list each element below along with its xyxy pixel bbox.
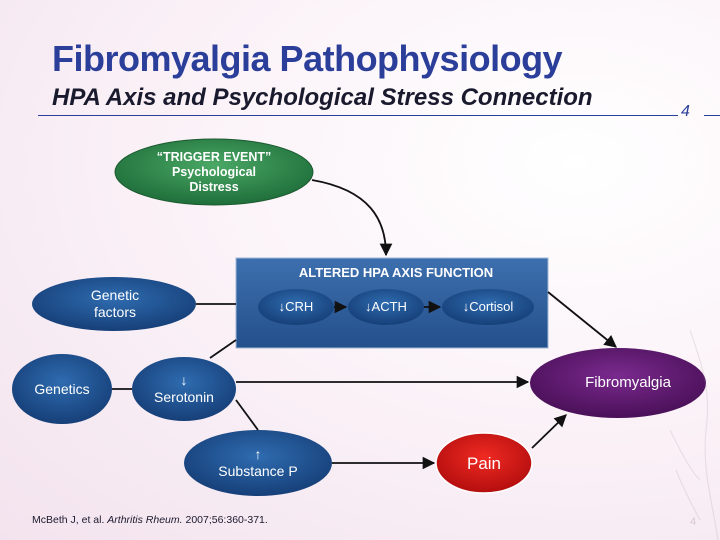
substance-p-arrow: ↑ <box>254 446 262 463</box>
title-divider <box>38 115 678 116</box>
pain-to-fibromyalgia-arrow <box>531 414 567 449</box>
citation: McBeth J, et al. Arthritis Rheum. 2007;5… <box>32 514 268 526</box>
trigger-to-hpa-arrow <box>311 179 393 257</box>
trigger-event-line3: Distress <box>189 179 239 194</box>
genetic-factors-node <box>32 277 196 331</box>
fibromyalgia-label: Fibromyalgia <box>585 374 671 391</box>
page-title: Fibromyalgia Pathophysiology <box>52 38 563 79</box>
serotonin-label: ↓ Serotonin <box>134 362 234 416</box>
hpa-to-serotonin-line <box>209 339 237 359</box>
serotonin-text: Serotonin <box>154 389 214 405</box>
genetic-factors-label: Genetic factors <box>40 282 190 326</box>
citation-journal: Arthritis Rheum. <box>107 514 183 526</box>
serotonin-arrow: ↓ <box>180 372 188 389</box>
acth-label: ↓ACTH <box>365 299 407 315</box>
crh-label: ↓CRH <box>278 299 314 315</box>
hpa-axis-title: ALTERED HPA AXIS FUNCTION <box>298 265 494 281</box>
substance-p-label: ↑ Substance P <box>196 432 320 494</box>
slide-number-footer: 4 <box>690 516 697 528</box>
pain-node <box>435 432 533 494</box>
cortisol-label: ↓Cortisol <box>462 299 514 315</box>
citation-details: 2007;56:360-371. <box>182 514 268 526</box>
substance-p-text: Substance P <box>218 463 298 479</box>
crh-node <box>258 289 334 325</box>
trigger-event-line2: Psychological <box>171 164 257 179</box>
citation-authors: McBeth J, et al. <box>32 514 108 526</box>
genetics-label: Genetics <box>34 380 90 397</box>
acth-node <box>348 289 424 325</box>
genetics-node <box>12 354 112 424</box>
slide-number: 4 <box>681 103 690 120</box>
pain-label: Pain <box>466 453 502 473</box>
fibromyalgia-node <box>530 348 706 418</box>
genetic-factors-line1: Genetic <box>90 287 140 304</box>
trigger-event-node <box>114 138 314 206</box>
trigger-event-label: “TRIGGER EVENT” Psychological Distress <box>118 142 310 202</box>
serotonin-to-substance-p-line <box>235 399 259 431</box>
genetic-factors-line2: factors <box>93 304 136 320</box>
serotonin-node <box>132 357 236 421</box>
cortisol-node <box>442 289 534 325</box>
substance-p-node <box>184 430 332 496</box>
title-divider-right <box>704 115 720 116</box>
background-decoration <box>669 329 719 540</box>
page-subtitle: HPA Axis and Psychological Stress Connec… <box>52 84 593 111</box>
trigger-event-line1: “TRIGGER EVENT” <box>156 149 272 164</box>
hpa-to-fibromyalgia-arrow <box>547 291 617 348</box>
